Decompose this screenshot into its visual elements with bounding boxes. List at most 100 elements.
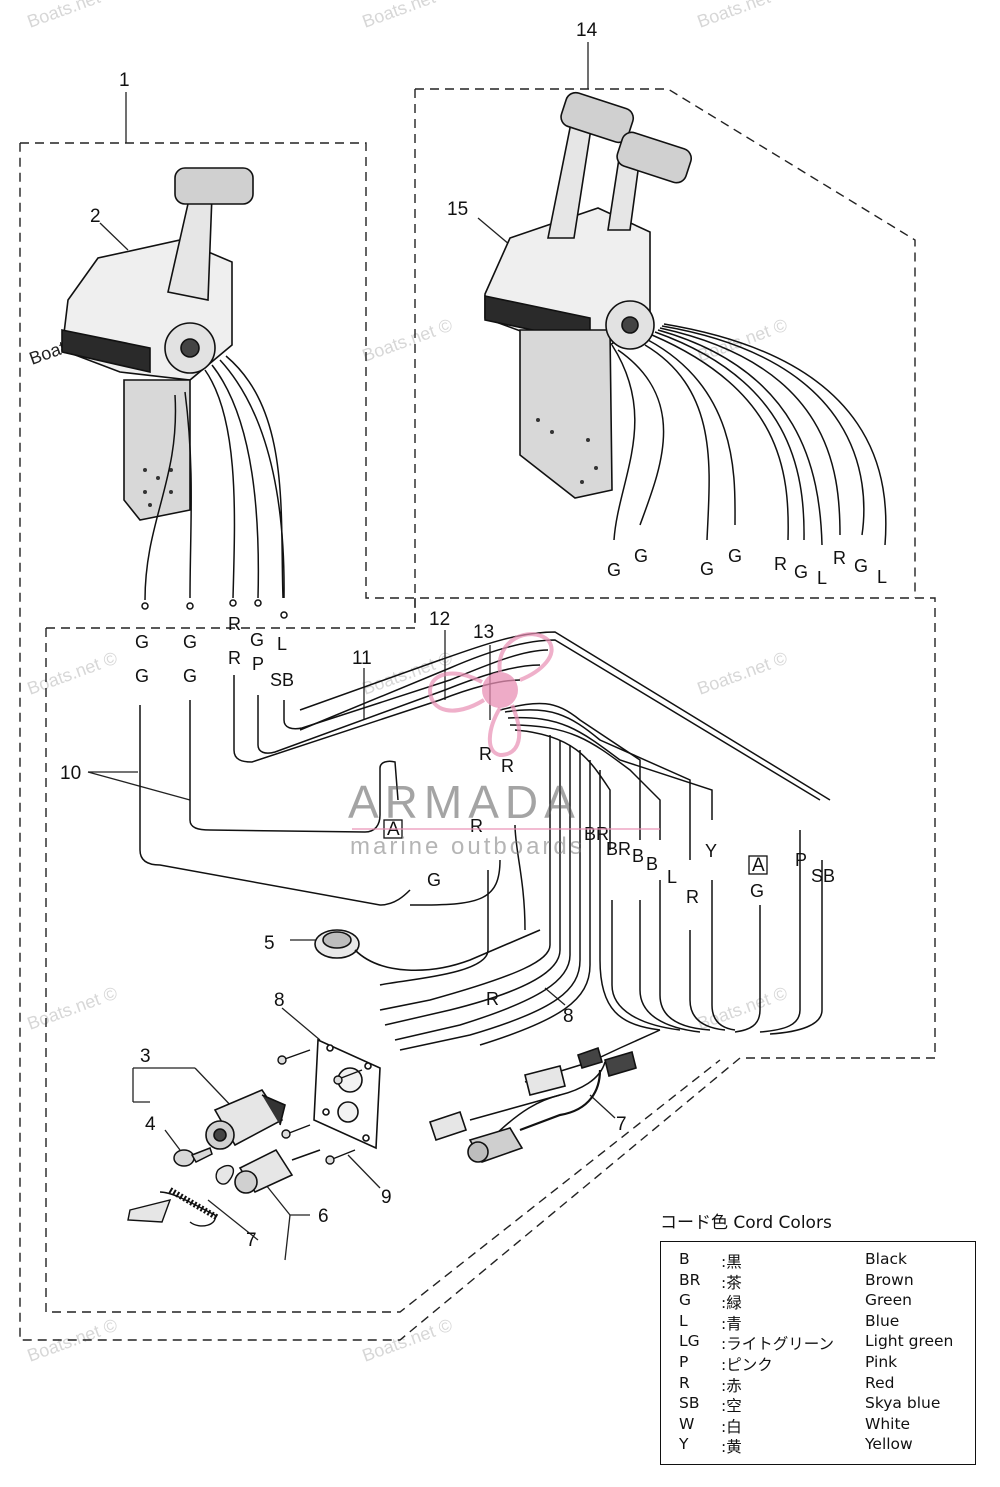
wire-label: L bbox=[667, 867, 677, 887]
part-number: 4 bbox=[145, 1114, 156, 1135]
legend-row: B :黒 Black bbox=[677, 1250, 967, 1271]
part-number: 1 bbox=[119, 70, 130, 91]
watermark: Boats.net © bbox=[360, 0, 455, 32]
wire-label: Y bbox=[705, 841, 717, 861]
part-number: 10 bbox=[60, 763, 81, 784]
wire-label: B bbox=[646, 854, 658, 874]
wire-label: G bbox=[750, 881, 764, 901]
wire-label: BR bbox=[606, 839, 631, 859]
wire-labels-left: G G G G R R G P L SB bbox=[135, 614, 294, 690]
legend-en: Skya blue bbox=[865, 1394, 941, 1413]
wire-label: G bbox=[794, 562, 808, 582]
legend-en: Yellow bbox=[865, 1435, 913, 1454]
wire-label: G bbox=[183, 632, 197, 652]
group-boundary-inner-box bbox=[45, 628, 721, 1313]
wire-label: R bbox=[486, 989, 499, 1009]
watermark: Boats.net © bbox=[25, 648, 120, 699]
legend-code: Y bbox=[679, 1435, 689, 1454]
legend-row: G :緑 Green bbox=[677, 1291, 967, 1312]
harness-connector bbox=[428, 1046, 637, 1163]
wire-label: R bbox=[228, 648, 241, 668]
legend-row: P :ピンク Pink bbox=[677, 1353, 967, 1374]
wire-label: G bbox=[135, 632, 149, 652]
legend-row: R :赤 Red bbox=[677, 1374, 967, 1395]
wire-label: G bbox=[854, 556, 868, 576]
brand-tagline: marine outboards bbox=[350, 833, 585, 860]
legend-jp: :黒 bbox=[721, 1253, 742, 1271]
wire-label: G bbox=[250, 630, 264, 650]
part-number: 7 bbox=[616, 1114, 627, 1135]
part-number: 3 bbox=[140, 1046, 151, 1067]
watermark: Boats.net © bbox=[360, 315, 455, 366]
screws bbox=[277, 1049, 363, 1165]
key bbox=[173, 1147, 213, 1167]
control-14-wires bbox=[611, 323, 887, 546]
legend-jp: :青 bbox=[721, 1314, 742, 1333]
legend-row: LG :ライトグリーン Light green bbox=[677, 1332, 967, 1353]
part-numbers: 1 2 3 4 5 6 7 7 8 8 9 10 11 12 13 14 15 bbox=[60, 20, 627, 1251]
connector-mark-a: A bbox=[752, 855, 765, 876]
group-boundary-14 bbox=[415, 88, 916, 598]
wire-label: R bbox=[833, 548, 846, 568]
legend-code: W bbox=[679, 1414, 695, 1433]
wire-label: L bbox=[277, 634, 287, 654]
legend-row: Y :黄 Yellow bbox=[677, 1435, 967, 1456]
group-boundary-inner bbox=[46, 598, 416, 629]
legend-jp: :茶 bbox=[721, 1273, 742, 1292]
dual-lever-remote-control bbox=[484, 91, 692, 499]
legend-jp: :赤 bbox=[721, 1376, 742, 1395]
legend-en: Black bbox=[865, 1250, 907, 1268]
main-switch bbox=[205, 1089, 286, 1150]
part-number: 2 bbox=[90, 206, 101, 227]
leader-lines bbox=[87, 42, 616, 1261]
brand-logo: ARMADA marine outboards bbox=[348, 775, 668, 875]
part-number: 7 bbox=[246, 1230, 257, 1251]
wire-label: R bbox=[686, 887, 699, 907]
control-1-wires bbox=[141, 355, 288, 619]
part-number: 6 bbox=[318, 1206, 329, 1227]
wire-label: G bbox=[427, 870, 441, 890]
group-boundaries bbox=[19, 88, 936, 1341]
wire-label: G bbox=[607, 560, 621, 580]
legend-en: Blue bbox=[865, 1311, 900, 1330]
legend-jp: :黄 bbox=[721, 1438, 742, 1457]
buzzer bbox=[314, 929, 541, 972]
legend-code: P bbox=[679, 1353, 689, 1371]
propeller-logo bbox=[352, 632, 660, 830]
part-number: 5 bbox=[264, 933, 275, 954]
wire-label: G bbox=[700, 559, 714, 579]
group-boundary-1 bbox=[19, 142, 936, 1341]
legend-jp: :空 bbox=[721, 1397, 742, 1416]
wire-label: SB bbox=[270, 670, 294, 690]
legend-code: L bbox=[679, 1311, 688, 1330]
part-number: 9 bbox=[381, 1187, 392, 1208]
wire-label: R bbox=[501, 756, 514, 776]
legend-code: B bbox=[679, 1250, 690, 1268]
watermark: Boats.net © bbox=[695, 315, 790, 366]
emergency-stop-switch bbox=[234, 1148, 321, 1194]
wire-label: G bbox=[183, 666, 197, 686]
wire-label: P bbox=[795, 850, 807, 870]
watermark: Boats.net © bbox=[25, 0, 120, 32]
legend-jp: :緑 bbox=[721, 1294, 742, 1313]
legend-en: Light green bbox=[865, 1332, 954, 1351]
wire-label: G bbox=[634, 546, 648, 566]
part-number: 11 bbox=[352, 648, 372, 669]
wire-label: L bbox=[877, 567, 887, 587]
wire-label: L bbox=[817, 568, 827, 588]
wire-label: R bbox=[228, 614, 241, 634]
part-number: 13 bbox=[473, 622, 494, 643]
legend-jp: :白 bbox=[721, 1417, 742, 1436]
legend-code: G bbox=[679, 1291, 692, 1310]
legend-code: R bbox=[679, 1373, 690, 1392]
part-number: 8 bbox=[563, 1006, 574, 1027]
legend-jp: :ライトグリーン bbox=[721, 1335, 834, 1354]
legend-en: Pink bbox=[865, 1353, 898, 1371]
wire-label: B bbox=[632, 846, 644, 866]
legend-row: BR :茶 Brown bbox=[677, 1271, 967, 1292]
watermark: Boats.net © bbox=[695, 0, 790, 32]
part-number: 8 bbox=[274, 990, 285, 1011]
switch-panel bbox=[313, 1038, 381, 1150]
part-number: 14 bbox=[576, 20, 598, 41]
